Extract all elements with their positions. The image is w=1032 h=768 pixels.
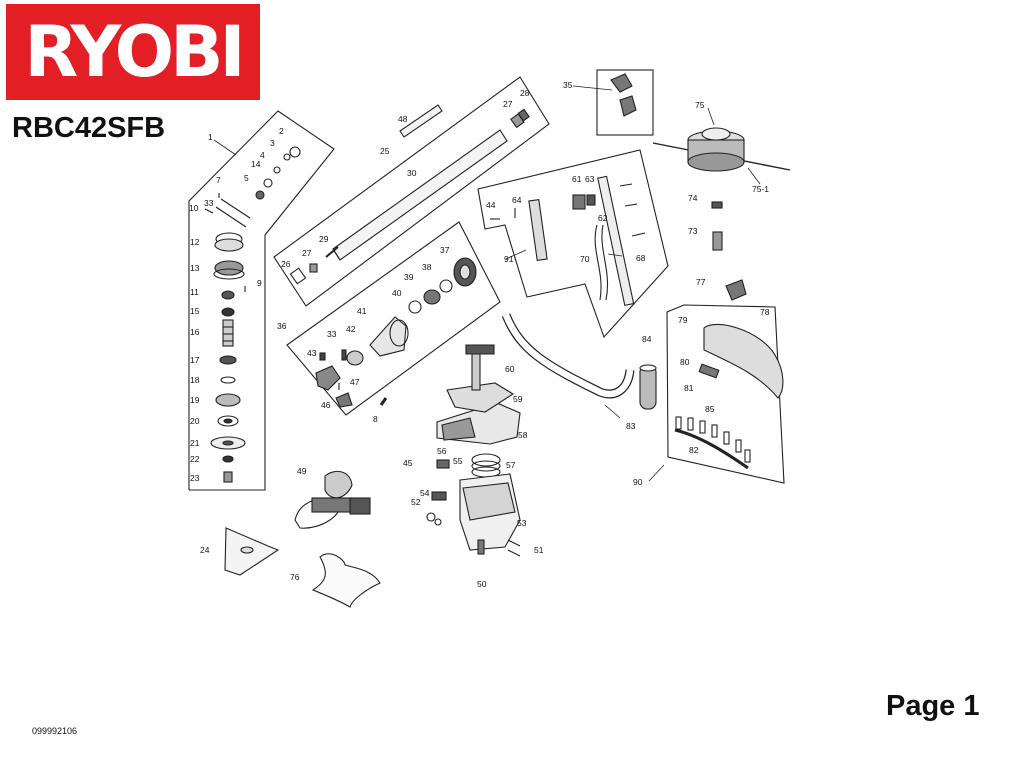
part-label: 2 <box>279 126 284 136</box>
part-label: 74 <box>688 193 698 203</box>
part-label: 41 <box>357 306 367 316</box>
part-label: 45 <box>403 458 413 468</box>
part-label: 9 <box>257 278 262 288</box>
part-label: 75-1 <box>752 184 769 194</box>
guard-assembly <box>666 304 785 484</box>
shaft-assembly <box>273 76 550 307</box>
model-title: RBC42SFB <box>12 112 166 144</box>
part-label: 68 <box>636 253 646 263</box>
part-label: 23 <box>190 473 200 483</box>
part-label: 36 <box>277 321 287 331</box>
leader-lines <box>213 85 761 482</box>
part-label: 91 <box>504 254 514 264</box>
part-label: 29 <box>319 234 329 244</box>
part-label: 16 <box>190 327 200 337</box>
part-label: 1 <box>208 132 213 142</box>
part-label: 42 <box>346 324 356 334</box>
engine-assembly <box>286 221 501 416</box>
doc-number: 099992106 <box>32 726 78 736</box>
part-label: 46 <box>321 400 331 410</box>
part-label: 85 <box>705 404 715 414</box>
part-label: 83 <box>626 421 636 431</box>
part-label: 57 <box>506 460 516 470</box>
part-label: 77 <box>696 277 706 287</box>
part-label: 40 <box>392 288 402 298</box>
logo-text: RYOBI <box>24 11 245 93</box>
part-label: 47 <box>350 377 360 387</box>
part-label: 37 <box>440 245 450 255</box>
part-label: 39 <box>404 272 414 282</box>
engine-block <box>379 344 521 557</box>
part-label: 56 <box>437 446 447 456</box>
part-label: 44 <box>486 200 496 210</box>
part-label: 73 <box>688 226 698 236</box>
part-label: 81 <box>684 383 694 393</box>
part-label: 18 <box>190 375 200 385</box>
handle-throttle-assembly <box>477 149 669 339</box>
part-label: 17 <box>190 355 200 365</box>
part-label: 63 <box>585 174 595 184</box>
part-label: 76 <box>290 572 300 582</box>
part-label: 7 <box>216 175 221 185</box>
part-label: 11 <box>190 287 199 297</box>
part-label: 48 <box>398 114 408 124</box>
part-label: 38 <box>422 262 432 272</box>
part-label: 12 <box>190 237 200 247</box>
part-label: 33 <box>327 329 337 339</box>
part-label: 75 <box>695 100 705 110</box>
part-label: 8 <box>373 414 378 424</box>
handlebar-assembly <box>501 313 657 410</box>
part-label: 5 <box>244 173 249 183</box>
part-label: 80 <box>680 357 690 367</box>
part-label: 70 <box>580 254 590 264</box>
part-label: 20 <box>190 416 200 426</box>
part-label: 55 <box>453 456 463 466</box>
part-label: 26 <box>281 259 291 269</box>
part-labels: 1 2 3 4 5 7 8 9 10 11 12 13 14 15 16 17 … <box>189 80 770 589</box>
trimmer-head-assembly <box>596 69 791 301</box>
part-label: 14 <box>251 159 261 169</box>
part-label: 25 <box>380 146 390 156</box>
part-label: 58 <box>518 430 528 440</box>
part-label: 60 <box>505 364 515 374</box>
part-label: 49 <box>297 466 307 476</box>
part-label: 33 <box>204 198 214 208</box>
part-label: 51 <box>534 545 544 555</box>
part-label: 59 <box>513 394 523 404</box>
part-label: 13 <box>190 263 200 273</box>
part-label: 3 <box>270 138 275 148</box>
part-label: 79 <box>678 315 688 325</box>
part-label: 53 <box>517 518 527 528</box>
part-label: 28 <box>520 88 530 98</box>
part-label: 21 <box>190 438 200 448</box>
part-label: 61 <box>572 174 582 184</box>
part-label: 82 <box>689 445 699 455</box>
part-label: 54 <box>420 488 430 498</box>
part-label: 27 <box>302 248 312 258</box>
part-label: 24 <box>200 545 210 555</box>
part-label: 90 <box>633 477 643 487</box>
part-label: 10 <box>189 203 199 213</box>
part-label: 19 <box>190 395 200 405</box>
page-label: Page 1 <box>886 690 980 722</box>
harness-and-blades <box>224 470 381 608</box>
part-label: 50 <box>477 579 487 589</box>
ryobi-logo: RYOBI <box>6 4 260 100</box>
part-label: 64 <box>512 195 522 205</box>
part-label: 30 <box>407 168 417 178</box>
part-label: 15 <box>190 306 200 316</box>
part-label: 4 <box>260 150 265 160</box>
part-label: 84 <box>642 334 652 344</box>
part-label: 52 <box>411 497 421 507</box>
part-label: 27 <box>503 99 513 109</box>
part-label: 43 <box>307 348 317 358</box>
part-label: 22 <box>190 454 200 464</box>
part-label: 35 <box>563 80 573 90</box>
gearhead-assembly <box>188 110 335 491</box>
part-label: 62 <box>598 213 608 223</box>
part-label: 78 <box>760 307 770 317</box>
